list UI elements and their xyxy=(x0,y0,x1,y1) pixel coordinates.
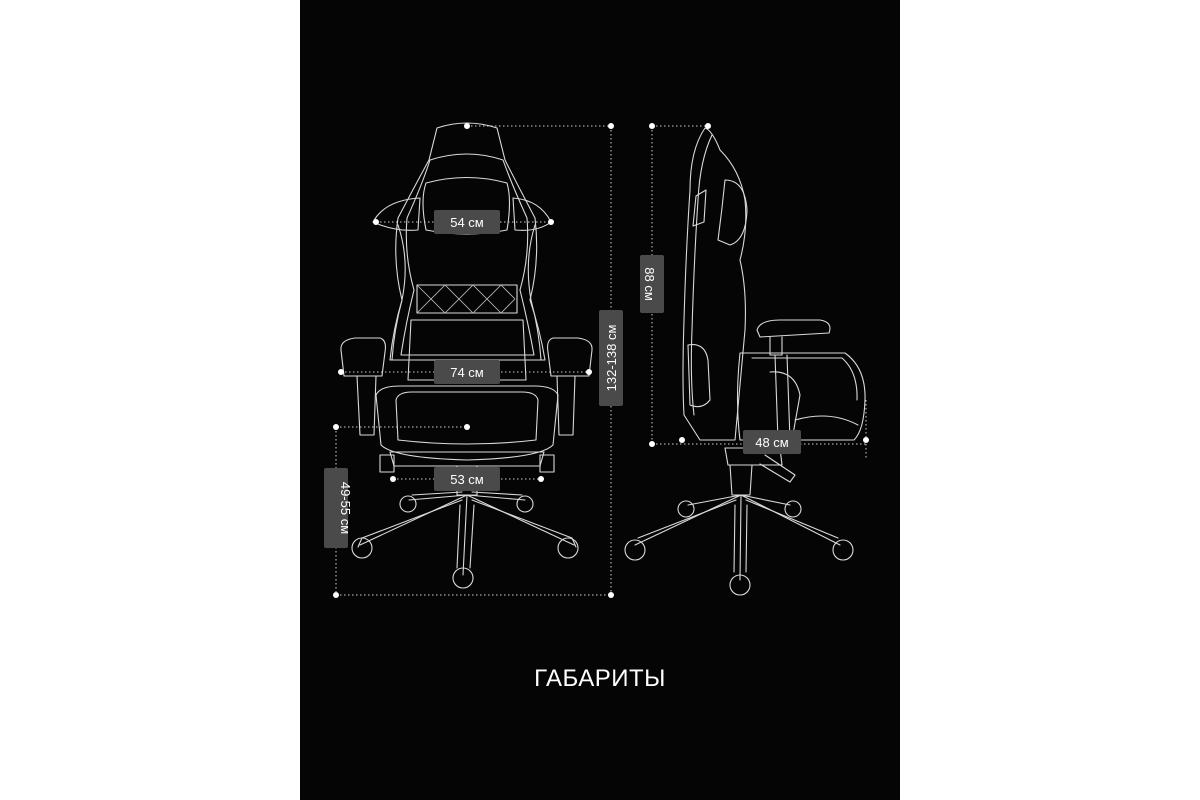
backrest-height-text: 88 см xyxy=(642,267,657,301)
label-armrest-width: 74 см xyxy=(434,360,500,384)
front-chair-illustration xyxy=(340,122,593,589)
dimensions-title: ГАБАРИТЫ xyxy=(534,665,666,692)
seat-depth-text: 48 см xyxy=(755,435,789,450)
seat-height-text: 49-55 см xyxy=(338,482,353,534)
label-base-width: 53 см xyxy=(434,467,500,491)
total-height-text: 132-138 см xyxy=(604,325,619,392)
side-chair-illustration xyxy=(624,127,866,596)
headrest-width-text: 54 см xyxy=(450,215,484,230)
label-total-height: 132-138 см xyxy=(599,310,623,406)
label-seat-depth: 48 см xyxy=(743,430,801,454)
armrest-width-text: 74 см xyxy=(450,365,484,380)
label-headrest-width: 54 см xyxy=(434,210,500,234)
base-width-text: 53 см xyxy=(450,472,484,487)
label-seat-height: 49-55 см xyxy=(324,468,353,548)
label-backrest-height: 88 см xyxy=(640,255,664,313)
